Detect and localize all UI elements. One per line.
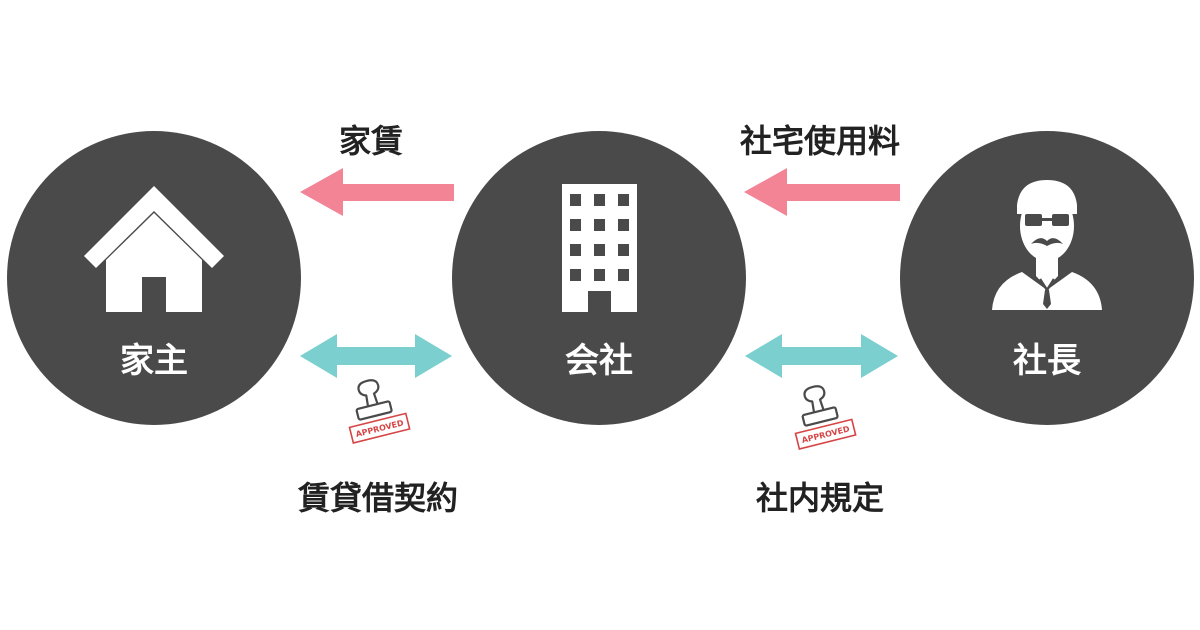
internal-rules-arrow: [745, 334, 898, 378]
lease-contract-arrow: [300, 334, 452, 378]
approval-stamp-icon: APPROVED: [348, 379, 411, 444]
businessman-icon: [992, 180, 1102, 310]
president-node: 社長: [900, 131, 1194, 425]
company-label: 会社: [565, 341, 633, 381]
office-building-icon: [562, 184, 637, 312]
lease-contract-label: 賃貸借契約: [297, 479, 458, 517]
landlord-node: 家主: [7, 131, 301, 425]
housing-fee-label: 社宅使用料: [740, 122, 900, 160]
rent-label: 家賃: [339, 122, 403, 160]
house-icon: [84, 186, 224, 312]
landlord-circle: [7, 131, 301, 425]
president-label: 社長: [1013, 341, 1082, 381]
company-node: 会社: [452, 131, 746, 425]
approval-stamp-icon: APPROVED: [794, 385, 857, 450]
housing-fee-arrow: [744, 168, 900, 216]
internal-rules-label: 社内規定: [756, 479, 884, 517]
landlord-label: 家主: [120, 341, 188, 381]
rent-arrow: [300, 168, 454, 216]
